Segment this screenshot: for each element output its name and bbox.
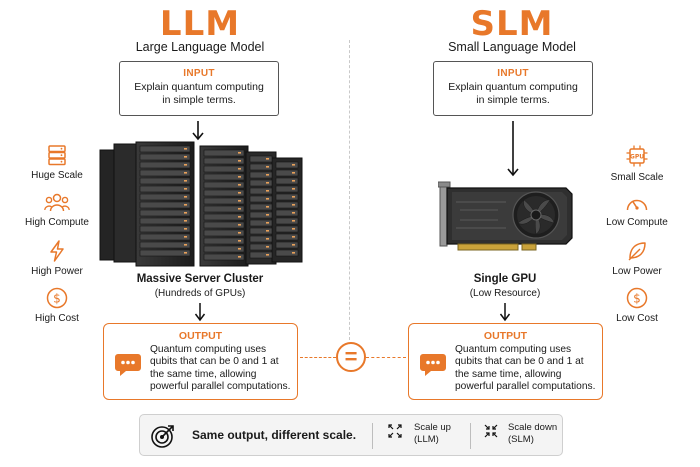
dollar-icon: $: [46, 287, 68, 309]
feature-low-compute: Low Compute: [592, 193, 682, 228]
slm-output-text: Quantum computing uses qubits that can b…: [455, 344, 596, 393]
slm-input-text: Explain quantum computing in simple term…: [448, 81, 578, 106]
feature-label: High Compute: [25, 217, 89, 228]
llm-output-label: OUTPUT: [178, 330, 223, 342]
footer-sep-1: [372, 423, 373, 449]
svg-text:$: $: [633, 292, 641, 306]
feature-label: Huge Scale: [31, 170, 83, 181]
target-icon: [151, 425, 174, 448]
slm-input-label: INPUT: [497, 68, 529, 79]
gpu-card-image: [438, 181, 573, 251]
slm-output-label: OUTPUT: [483, 330, 528, 342]
llm-arrow-down-icon: [192, 121, 204, 141]
slm-caption: Single GPU (Low Resource): [405, 273, 605, 299]
llm-output-text: Quantum computing uses qubits that can b…: [150, 344, 291, 393]
slm-caption-sub: (Low Resource): [469, 288, 541, 299]
slm-output-box: OUTPUT Quantum computing uses qubits tha…: [408, 323, 603, 400]
slm-subtitle: Small Language Model: [448, 40, 576, 54]
footer-main-text: Same output, different scale.: [192, 428, 357, 442]
chat-bubble-icon: [420, 354, 446, 376]
lightning-icon: [50, 240, 64, 262]
server-icon: [48, 145, 66, 166]
chip-icon: GPU: [626, 145, 648, 167]
expand-arrows-icon: [388, 424, 402, 438]
footer-scale-down: Scale down (SLM): [508, 422, 558, 445]
chat-bubble-icon: [115, 354, 141, 376]
llm-caption-sub: (Hundreds of GPUs): [154, 288, 246, 299]
people-icon: [44, 193, 70, 212]
slm-title: SLM: [470, 4, 554, 44]
svg-text:$: $: [53, 292, 61, 306]
center-divider: [349, 40, 350, 340]
slm-arrow-down-output-icon: [499, 303, 511, 322]
feature-high-power: High Power: [12, 240, 102, 277]
server-cluster-image: [99, 141, 303, 267]
footer-bar: Same output, different scale. Scale up (…: [139, 414, 563, 456]
feature-high-compute: High Compute: [12, 193, 102, 228]
feature-label: Low Power: [612, 266, 662, 277]
llm-output-box: OUTPUT Quantum computing uses qubits tha…: [103, 323, 298, 400]
connector-left: [300, 357, 336, 358]
equals-symbol: =: [344, 344, 358, 369]
dollar-icon: $: [626, 287, 648, 309]
slm-caption-title: Single GPU: [473, 273, 537, 285]
llm-input-label: INPUT: [183, 68, 215, 79]
equals-badge: =: [336, 342, 366, 372]
compress-arrows-icon: [484, 424, 498, 438]
chip-label: GPU: [630, 154, 644, 161]
footer-scale-up: Scale up (LLM): [414, 422, 451, 445]
feature-label: High Power: [31, 266, 83, 277]
leaf-icon: [628, 242, 646, 261]
llm-subtitle: Large Language Model: [135, 40, 265, 54]
feature-low-power: Low Power: [592, 240, 682, 277]
llm-title: LLM: [159, 4, 241, 44]
feature-label: Small Scale: [610, 172, 664, 183]
llm-caption-title: Massive Server Cluster: [136, 273, 264, 285]
feature-label: Low Cost: [616, 313, 658, 324]
llm-arrow-down-output-icon: [194, 303, 206, 322]
llm-caption: Massive Server Cluster (Hundreds of GPUs…: [100, 273, 300, 299]
footer-sep-2: [470, 423, 471, 449]
llm-input-text: Explain quantum computing in simple term…: [134, 81, 264, 106]
feature-huge-scale: Huge Scale: [12, 144, 102, 181]
connector-right: [366, 357, 406, 358]
slm-input-box: INPUT Explain quantum computing in simpl…: [433, 61, 593, 116]
feature-label: Low Compute: [606, 217, 668, 228]
feature-label: High Cost: [35, 313, 79, 324]
feature-low-cost: $ Low Cost: [592, 287, 682, 324]
slm-arrow-down-icon: [507, 121, 519, 177]
feature-small-scale: GPU Small Scale: [592, 144, 682, 183]
llm-input-box: INPUT Explain quantum computing in simpl…: [119, 61, 279, 116]
gauge-icon: [626, 199, 648, 211]
feature-high-cost: $ High Cost: [12, 287, 102, 324]
